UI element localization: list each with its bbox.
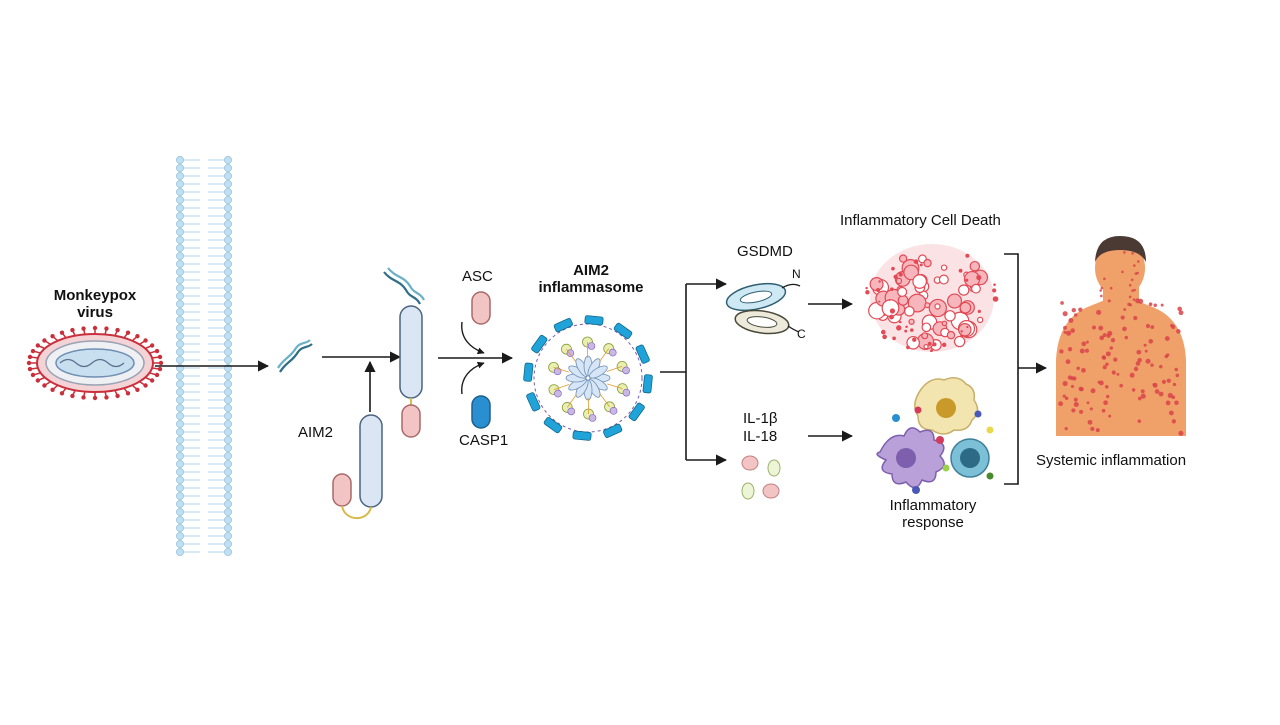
cell-membrane <box>176 156 231 555</box>
virus-label-line2: virus <box>40 304 150 321</box>
response-label: Inflammatory response <box>868 497 998 532</box>
cell-death-label: Inflammatory Cell Death <box>840 212 1001 229</box>
monkeypox-virus-icon <box>27 326 163 400</box>
gsdmd-c-label: C <box>797 328 806 342</box>
virus-label: Monkeypox virus <box>40 287 150 322</box>
human-figure-icon <box>1056 236 1186 436</box>
cell-death-icon <box>865 244 998 352</box>
response-label-line2: response <box>868 514 998 531</box>
aim2-label: AIM2 <box>298 424 333 441</box>
viral-dna-icon <box>278 340 312 372</box>
branch-arrows <box>660 284 726 460</box>
gsdmd-n-label: N <box>792 268 801 282</box>
il18-label: IL-18 <box>743 428 777 445</box>
casp1-join-arrow <box>462 363 484 394</box>
gsdmd-icon <box>724 279 800 337</box>
asc-label: ASC <box>462 268 493 285</box>
gsdmd-label: GSDMD <box>737 243 793 260</box>
inflammasome-label-line1: AIM2 <box>516 262 666 279</box>
aim2-inflammasome-icon <box>523 315 652 440</box>
asc-icon <box>472 292 490 324</box>
systemic-label: Systemic inflammation <box>1036 452 1186 469</box>
outcome-bracket <box>1004 254 1018 484</box>
casp1-icon <box>472 396 490 428</box>
inflammasome-label: AIM2 inflammasome <box>516 262 666 297</box>
virus-label-line1: Monkeypox <box>40 287 150 304</box>
aim2-inactive-icon <box>333 415 382 518</box>
inflammasome-label-line2: inflammasome <box>516 279 666 296</box>
casp1-label: CASP1 <box>459 432 508 449</box>
cytokine-particles-icon <box>742 456 780 499</box>
aim2-active-icon <box>384 268 424 437</box>
response-label-line1: Inflammatory <box>868 497 998 514</box>
immune-cells-icon <box>877 378 993 494</box>
asc-join-arrow <box>462 322 484 353</box>
il1b-label: IL-1β <box>743 410 777 427</box>
